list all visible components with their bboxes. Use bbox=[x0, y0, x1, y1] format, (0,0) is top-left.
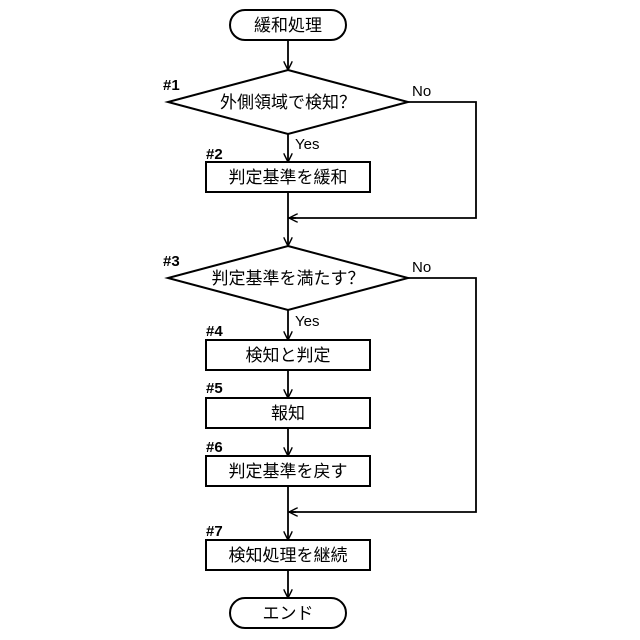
step3-yes-label: Yes bbox=[295, 313, 319, 330]
end-label: エンド bbox=[263, 604, 314, 624]
step4-number: #4 bbox=[206, 323, 223, 340]
step5-number: #5 bbox=[206, 380, 223, 397]
step1-no-label: No bbox=[412, 83, 431, 100]
decision-step1: #1 外側領域で検知？ No Yes bbox=[163, 70, 431, 153]
start-label: 緩和処理 bbox=[254, 16, 322, 36]
step6-number: #6 bbox=[206, 439, 223, 456]
step1-label: 外側領域で検知？ bbox=[220, 93, 356, 113]
end-terminal: エンド bbox=[230, 598, 346, 628]
start-terminal: 緩和処理 bbox=[230, 10, 346, 40]
step1-yes-label: Yes bbox=[295, 136, 319, 153]
step2-label: 判定基準を緩和 bbox=[229, 168, 348, 188]
step1-number: #1 bbox=[163, 77, 180, 94]
step7-number: #7 bbox=[206, 523, 223, 540]
step4-label: 検知と判定 bbox=[246, 346, 331, 366]
decision-step3: #3 判定基準を満たす？ No Yes bbox=[163, 246, 431, 330]
step7-label: 検知処理を継続 bbox=[229, 546, 348, 566]
step6-label: 判定基準を戻す bbox=[229, 462, 348, 482]
step3-no-label: No bbox=[412, 259, 431, 276]
step5-label: 報知 bbox=[271, 404, 305, 424]
step2-number: #2 bbox=[206, 146, 223, 163]
step3-label: 判定基準を満たす？ bbox=[212, 269, 365, 289]
step3-number: #3 bbox=[163, 253, 180, 270]
